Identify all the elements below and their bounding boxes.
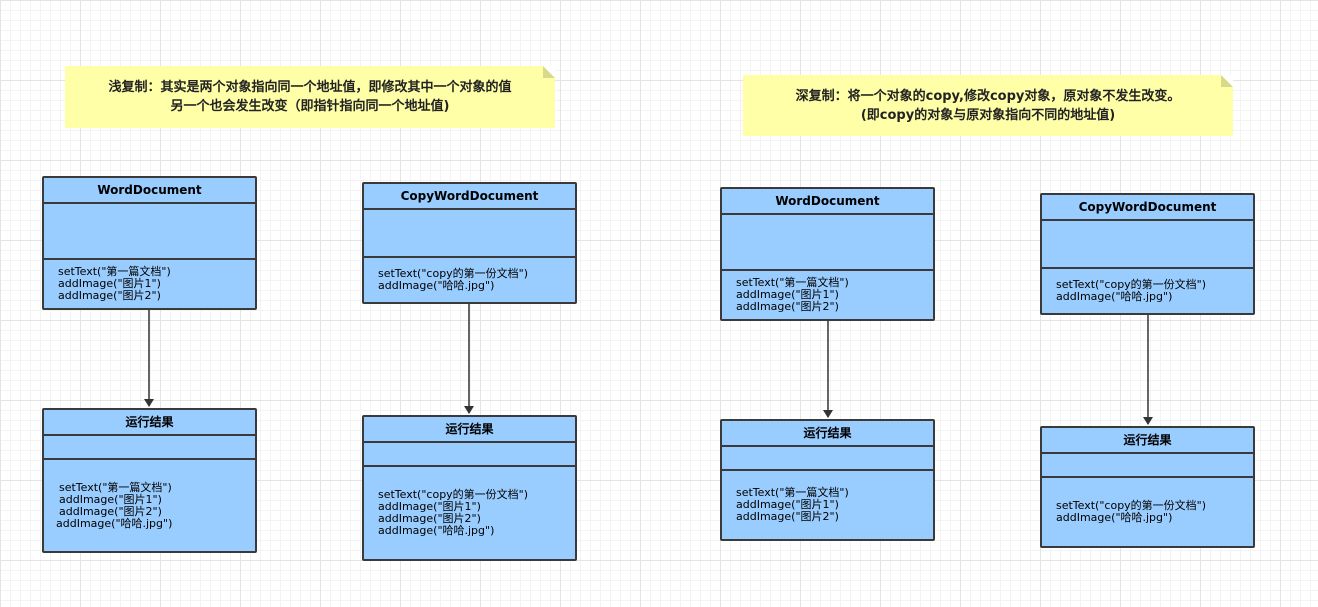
class-methods: setText("第一篇文档") addImage("图片1") addImag… [44,260,255,308]
method-line: addImage("图片2") [58,289,161,302]
class-methods: setText("第一篇文档") addImage("图片1") addImag… [44,460,255,551]
method-line: addImage("图片2") [736,300,839,313]
deep-note-line2: (即copy的对象与原对象指向不同的地址值) [860,108,1116,123]
class-title: WordDocument [722,189,933,215]
class-title: 运行结果 [364,417,575,443]
class-methods: setText("copy的第一份文档") addImage("哈哈.jpg") [1042,269,1253,313]
method-line: addImage("图片2") [736,510,839,523]
deep-word-document-class[interactable]: WordDocument setText("第一篇文档") addImage("… [720,187,935,321]
method-line: addImage("图片1") [736,498,839,511]
method-line: addImage("哈哈.jpg") [1056,511,1173,524]
shallow-note-line1: 浅复制：其实是两个对象指向同一个地址值，即修改其中一个对象的值 [108,80,512,95]
method-line: addImage("图片2") [59,504,162,518]
shallow-note-line2: 另一个也会发生改变（即指针指向同一个地址值) [170,99,450,114]
method-line: addImage("哈哈.jpg") [56,516,173,530]
class-title: 运行结果 [1042,428,1253,454]
method-line: setText("第一篇文档") [736,276,849,289]
method-line: setText("第一篇文档") [736,486,849,499]
class-methods: setText("copy的第一份文档") addImage("哈哈.jpg") [1042,478,1253,546]
deep-copy-note: 深复制：将一个对象的copy,修改copy对象，原对象不发生改变。 (即copy… [743,75,1233,136]
method-line: addImage("哈哈.jpg") [1056,290,1173,303]
method-line: addImage("图片1") [58,277,161,290]
class-attributes [364,443,575,467]
method-line: setText("copy的第一份文档") [1056,278,1207,291]
method-line: setText("copy的第一份文档") [378,488,529,501]
method-line: addImage("图片1") [59,492,162,506]
class-attributes [1042,221,1253,269]
class-title: CopyWordDocument [364,184,575,210]
deep-copy-result-class[interactable]: 运行结果 setText("copy的第一份文档") addImage("哈哈.… [1040,426,1255,548]
deep-note-line1: 深复制：将一个对象的copy,修改copy对象，原对象不发生改变。 [795,89,1181,104]
method-line: setText("第一篇文档") [59,480,172,494]
class-attributes [722,447,933,471]
shallow-copy-word-document-class[interactable]: CopyWordDocument setText("copy的第一份文档") a… [362,182,577,304]
shallow-copy-note: 浅复制：其实是两个对象指向同一个地址值，即修改其中一个对象的值 另一个也会发生改… [65,66,555,128]
method-line: addImage("图片1") [378,500,481,513]
method-line: addImage("哈哈.jpg") [378,524,495,537]
method-line: setText("copy的第一份文档") [378,267,529,280]
method-line: addImage("图片1") [736,288,839,301]
class-attributes [44,204,255,260]
class-title: WordDocument [44,178,255,204]
shallow-copy-result-class[interactable]: 运行结果 setText("copy的第一份文档") addImage("图片1… [362,415,577,561]
method-line: setText("第一篇文档") [58,265,171,278]
class-methods: setText("第一篇文档") addImage("图片1") addImag… [722,271,933,319]
class-attributes [722,215,933,271]
class-methods: setText("第一篇文档") addImage("图片1") addImag… [722,471,933,539]
class-title: 运行结果 [722,421,933,447]
class-methods: setText("copy的第一份文档") addImage("图片1") ad… [364,467,575,559]
class-title: 运行结果 [44,410,255,436]
shallow-word-result-class[interactable]: 运行结果 setText("第一篇文档") addImage("图片1") ad… [42,408,257,553]
shallow-word-document-class[interactable]: WordDocument setText("第一篇文档") addImage("… [42,176,257,310]
method-line: addImage("图片2") [378,512,481,525]
class-attributes [364,210,575,258]
class-attributes [1042,454,1253,478]
class-attributes [44,436,255,460]
method-line: setText("copy的第一份文档") [1056,499,1207,512]
deep-copy-word-document-class[interactable]: CopyWordDocument setText("copy的第一份文档") a… [1040,193,1255,315]
class-methods: setText("copy的第一份文档") addImage("哈哈.jpg") [364,258,575,302]
deep-word-result-class[interactable]: 运行结果 setText("第一篇文档") addImage("图片1") ad… [720,419,935,541]
method-line: addImage("哈哈.jpg") [378,279,495,292]
class-title: CopyWordDocument [1042,195,1253,221]
